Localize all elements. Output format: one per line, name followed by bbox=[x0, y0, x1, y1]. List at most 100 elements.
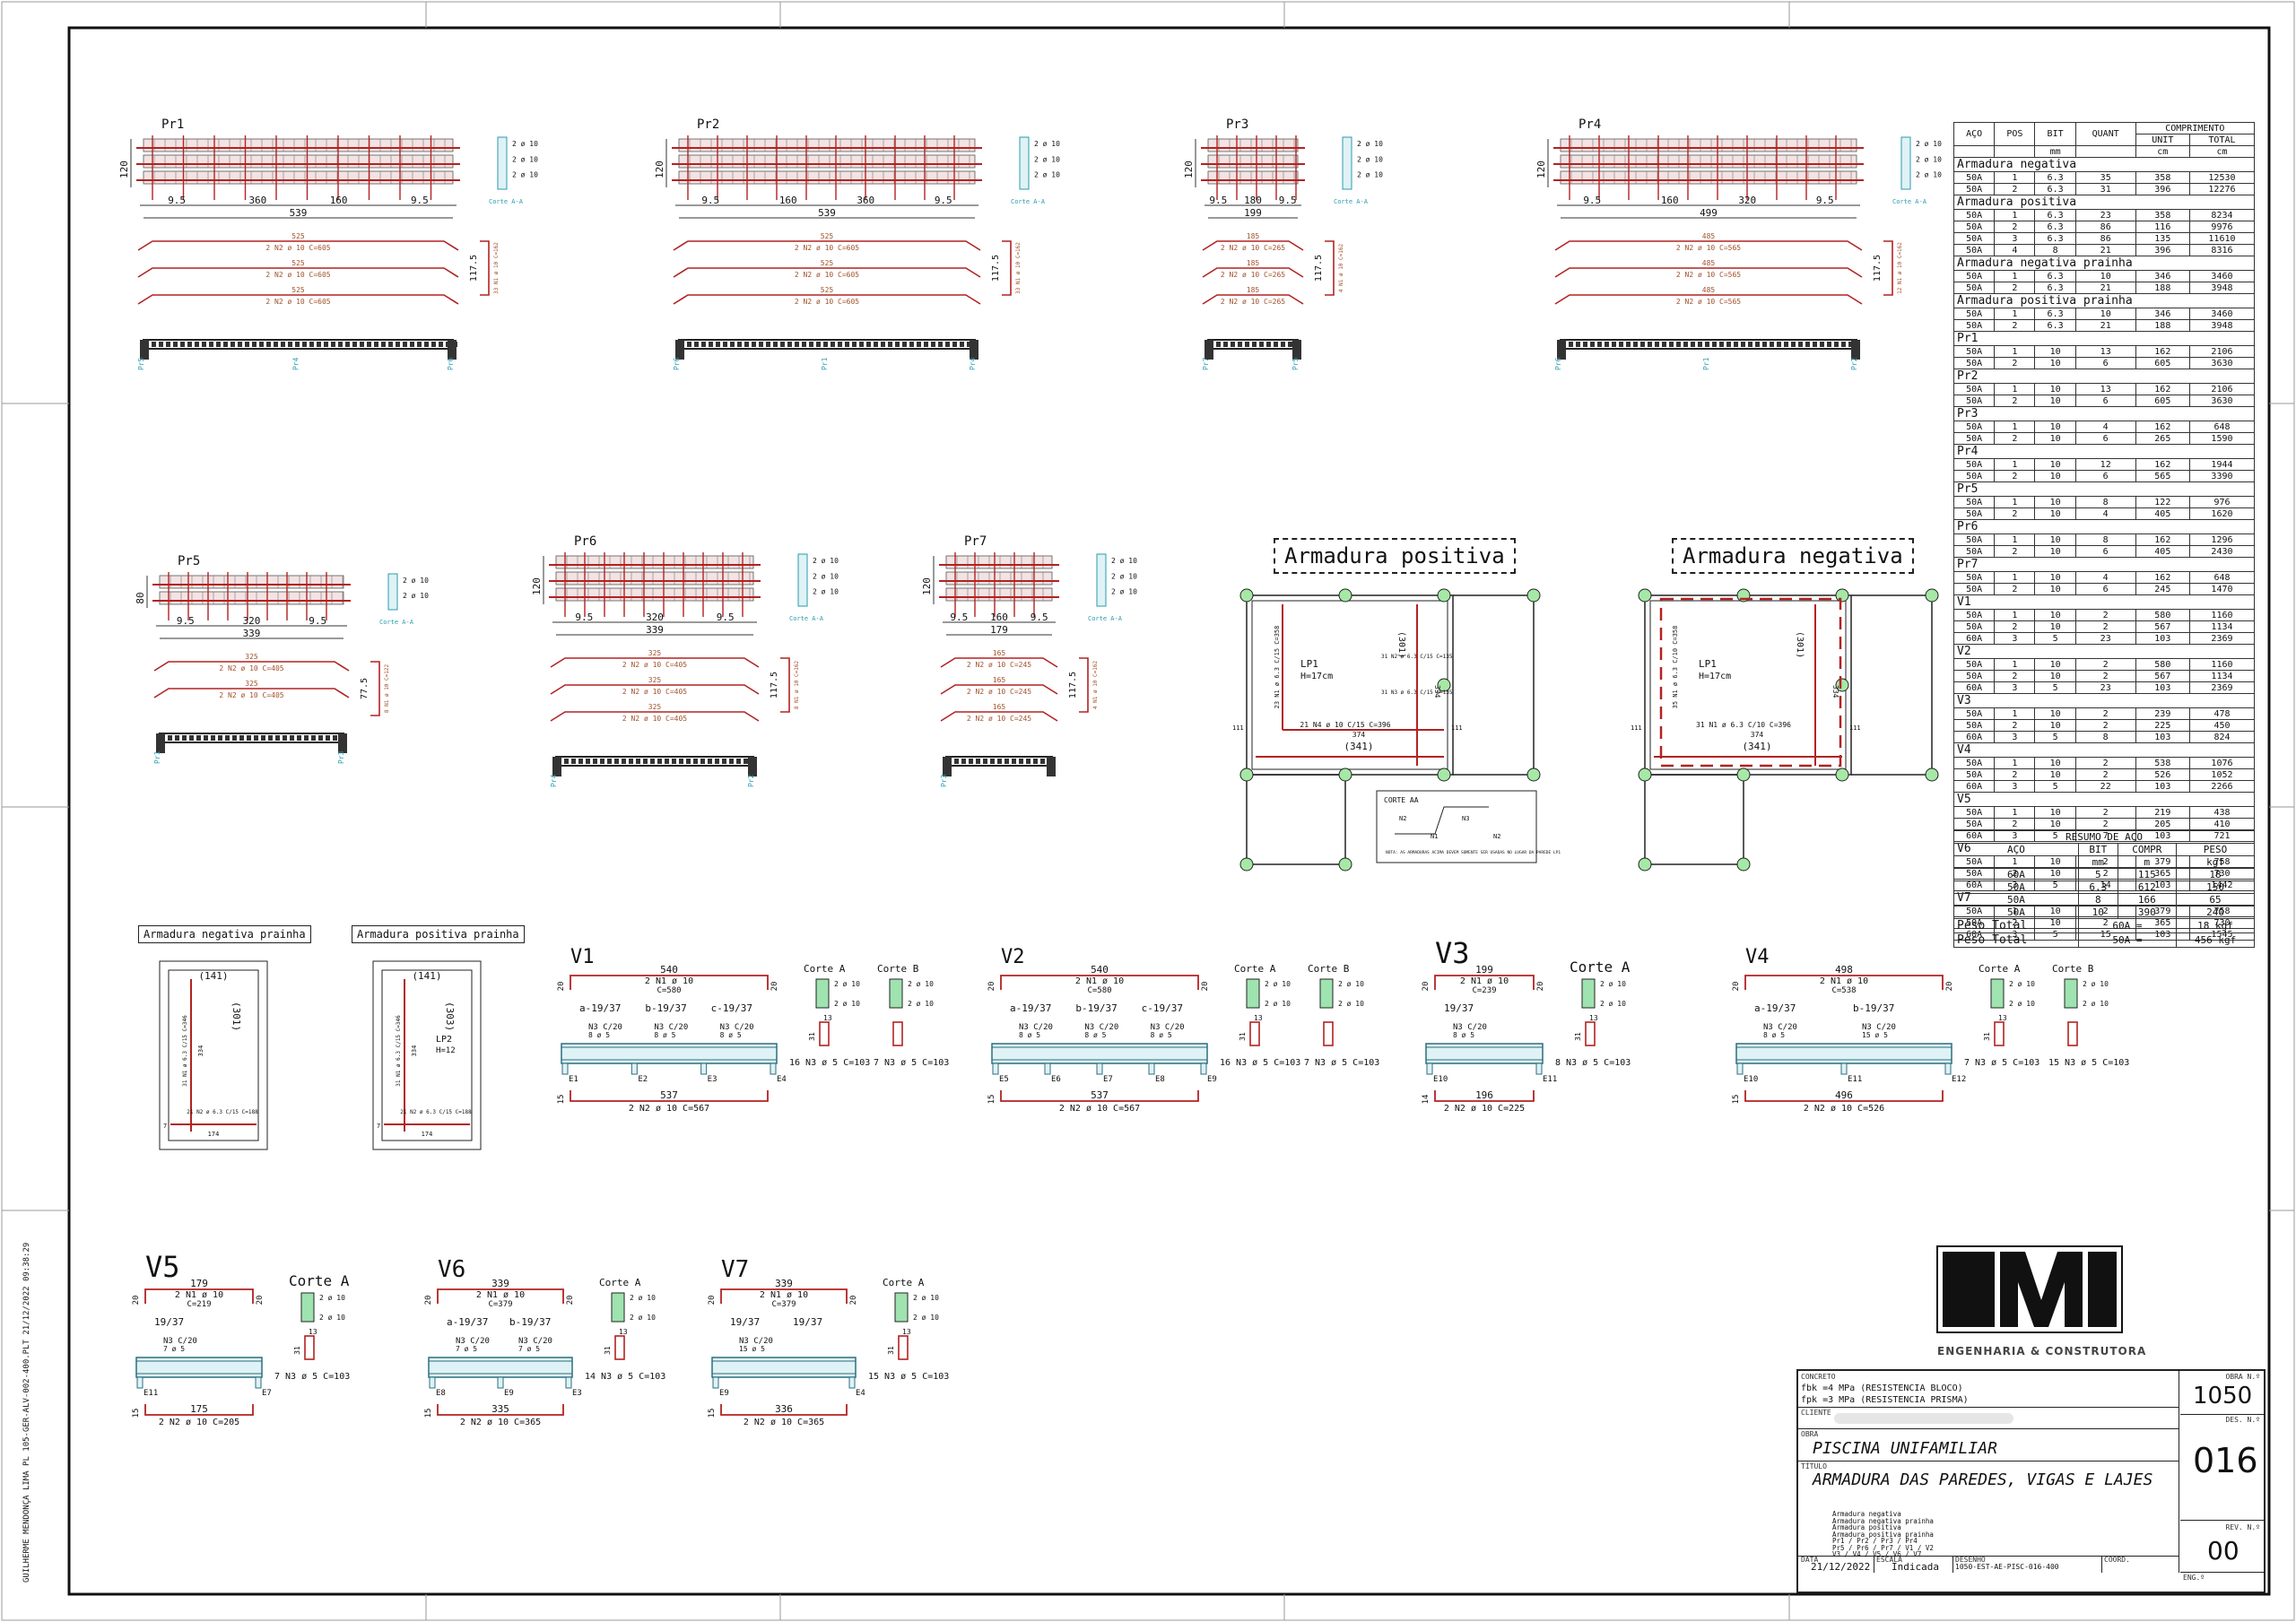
table-cell: 2 bbox=[1994, 670, 2036, 682]
table-group-row: V4 bbox=[1953, 742, 2255, 758]
stirrup-spec: N3 C/20 bbox=[1763, 1023, 1797, 1032]
plan-block bbox=[976, 759, 980, 764]
section-bar: 2 ø 10 bbox=[1034, 171, 1060, 179]
table-cell: 50A bbox=[1952, 183, 1996, 195]
plan-block bbox=[166, 342, 170, 347]
plan-block bbox=[997, 759, 1002, 764]
tb-fbk: fbk =4 MPa (RESISTENCIA BLOCO) bbox=[1801, 1383, 1963, 1393]
plan-block bbox=[333, 735, 337, 741]
cut-b-section bbox=[2064, 978, 2078, 1009]
table-cell: 648 bbox=[2188, 571, 2256, 584]
table-cell: 10 bbox=[2034, 496, 2076, 508]
tb-title: TÍTULO ARMADURA DAS PAREDES, VIGAS E LAJ… bbox=[1798, 1461, 2179, 1557]
bar-length: 485 bbox=[1702, 259, 1716, 267]
cut-b-title: Corte B bbox=[877, 963, 919, 975]
table-cell: 6.3 bbox=[2034, 270, 2076, 282]
tb-client-redacted bbox=[1834, 1413, 2013, 1424]
beam-body bbox=[135, 1357, 263, 1378]
bar-label: 2 N2 ø 10 C=605 bbox=[795, 271, 859, 279]
tb-scale-label: ESCALA bbox=[1876, 1556, 1902, 1564]
tb-drawing-number: 016 bbox=[2193, 1441, 2258, 1480]
stirrup-label: 33 N1 ø 10 C=162 bbox=[1015, 242, 1022, 294]
plan-end bbox=[1205, 340, 1213, 360]
cut-a-title: Corte A bbox=[1570, 958, 1631, 976]
masonry-course bbox=[555, 587, 754, 602]
plan-block bbox=[952, 342, 957, 347]
cut-bar: 2 ø 10 bbox=[319, 1314, 345, 1322]
table-cell: 1 bbox=[1994, 757, 2036, 769]
tb-rev-cell: REV. N.º 00 bbox=[2180, 1520, 2264, 1573]
table-cell: 10 bbox=[2034, 432, 2076, 445]
plan-block bbox=[326, 735, 330, 741]
slab-thickness: H=17cm bbox=[1300, 672, 1333, 681]
stirrup-dim: 117.5 bbox=[770, 672, 779, 698]
logo-caption: ENGENHARIA & CONSTRUTORA bbox=[1937, 1345, 2147, 1357]
top-length: 199 bbox=[1475, 964, 1493, 976]
table-cell: 50A bbox=[1952, 583, 1996, 595]
table-cell: 10 bbox=[2034, 658, 2076, 671]
plan-block bbox=[216, 342, 221, 347]
summary-total-cell: 60A = bbox=[2077, 918, 2178, 933]
plan-block bbox=[338, 342, 343, 347]
table-cell: 2 bbox=[1994, 470, 2036, 482]
table-cell: 50A bbox=[1952, 609, 1996, 621]
plan-block bbox=[252, 342, 257, 347]
table-cell: 10 bbox=[2034, 571, 2076, 584]
cut-b-title: Corte B bbox=[2052, 963, 2094, 975]
plan-block bbox=[1669, 342, 1674, 347]
cut-a-section bbox=[1990, 978, 2005, 1009]
bottom-length: 175 bbox=[190, 1403, 208, 1415]
hook-dim: 15 bbox=[557, 1095, 566, 1105]
section-bar-label: N2 bbox=[1493, 833, 1500, 840]
plan-block bbox=[809, 342, 813, 347]
table-cell: 1134 bbox=[2188, 620, 2256, 633]
plan-block bbox=[281, 342, 285, 347]
support bbox=[1148, 1063, 1155, 1075]
plan-tag: Pr3 bbox=[940, 774, 948, 787]
beam-name: V1 bbox=[570, 946, 595, 968]
table-group-label: Pr3 bbox=[1953, 406, 2255, 421]
longitudinal-bar bbox=[673, 294, 981, 305]
wall-node bbox=[1437, 768, 1451, 782]
table-cell: 8 bbox=[2074, 496, 2136, 508]
top-bar bbox=[1744, 975, 1944, 990]
bottom-bar-label: 2 N2 ø 10 C=526 bbox=[1804, 1104, 1884, 1114]
support-label: E7 bbox=[1103, 1075, 1113, 1084]
table-cell: 11610 bbox=[2188, 232, 2256, 245]
support-label: E10 bbox=[1433, 1075, 1448, 1084]
plan-block bbox=[1259, 342, 1264, 347]
stirrup-shape bbox=[304, 1335, 315, 1360]
plan-block bbox=[360, 342, 364, 347]
prainha-outline bbox=[1644, 774, 1744, 865]
table-cell: 5 bbox=[2034, 681, 2076, 694]
top-bar-label: 2 N1 ø 10 bbox=[1460, 976, 1509, 986]
bottom-length: 335 bbox=[491, 1403, 509, 1415]
wall-plan bbox=[159, 733, 344, 743]
summary-cell: 10 bbox=[2077, 906, 2118, 919]
plan-block bbox=[729, 759, 734, 764]
table-cell: 103 bbox=[2135, 632, 2190, 645]
steel-summary-table: RESUMO DE AÇO AÇO BIT COMPR PESO mm m kg… bbox=[1953, 830, 2255, 948]
wall-node bbox=[1338, 588, 1352, 603]
table-cell: 50A bbox=[1952, 768, 1996, 781]
section-caption: Corte A-A bbox=[1088, 615, 1123, 622]
table-cell: 1296 bbox=[2188, 533, 2256, 546]
table-cell: 6.3 bbox=[2034, 209, 2076, 221]
stirrup-zone: c-19/37 bbox=[711, 1002, 752, 1014]
span-dim: 9.5 bbox=[1279, 195, 1297, 206]
cut-a-title: Corte A bbox=[289, 1272, 350, 1289]
beam-name: V6 bbox=[438, 1256, 465, 1283]
plan-block bbox=[1741, 342, 1745, 347]
support-label: E11 bbox=[144, 1389, 158, 1398]
